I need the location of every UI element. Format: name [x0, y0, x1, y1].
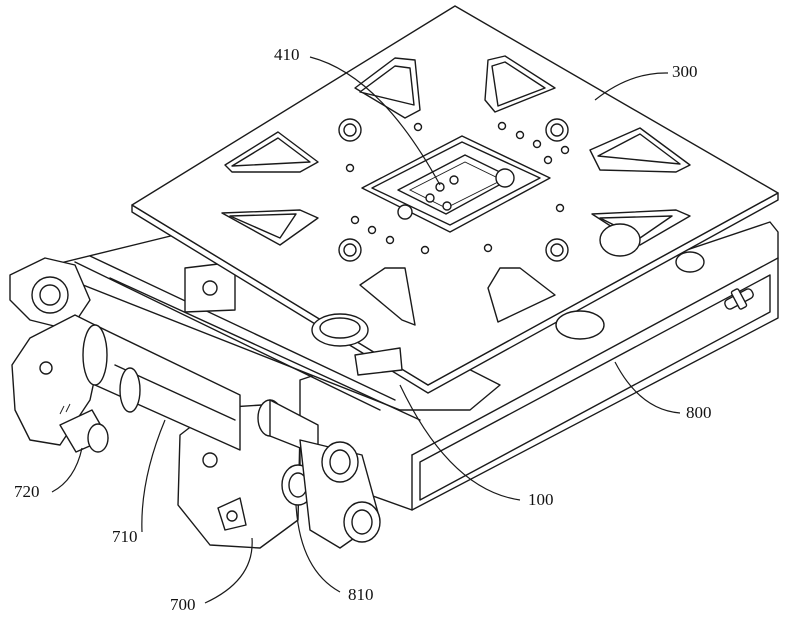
roller-710 [82, 324, 241, 451]
leader-300 [594, 72, 669, 101]
leader-700 [204, 537, 253, 604]
leader-410 [309, 56, 441, 186]
leader-710 [141, 419, 166, 533]
label-710: 710 [112, 527, 138, 546]
bracket-700 [9, 257, 301, 549]
label-700: 700 [170, 595, 196, 614]
label-810: 810 [348, 585, 374, 604]
label-410: 410 [274, 45, 300, 64]
leader-800 [614, 361, 681, 414]
leader-100 [399, 384, 521, 501]
label-300: 300 [672, 62, 698, 81]
leader-810 [295, 504, 341, 593]
roller-set [311, 223, 705, 376]
leader-720 [51, 447, 83, 493]
label-800: 800 [686, 403, 712, 422]
top-plate-300 [131, 5, 779, 394]
hinge-810 [257, 399, 381, 549]
label-720: 720 [14, 482, 40, 501]
label-100: 100 [528, 490, 554, 509]
shaft-720 [59, 403, 109, 453]
leader-lines [51, 56, 681, 604]
base-frame-800 [299, 221, 779, 511]
